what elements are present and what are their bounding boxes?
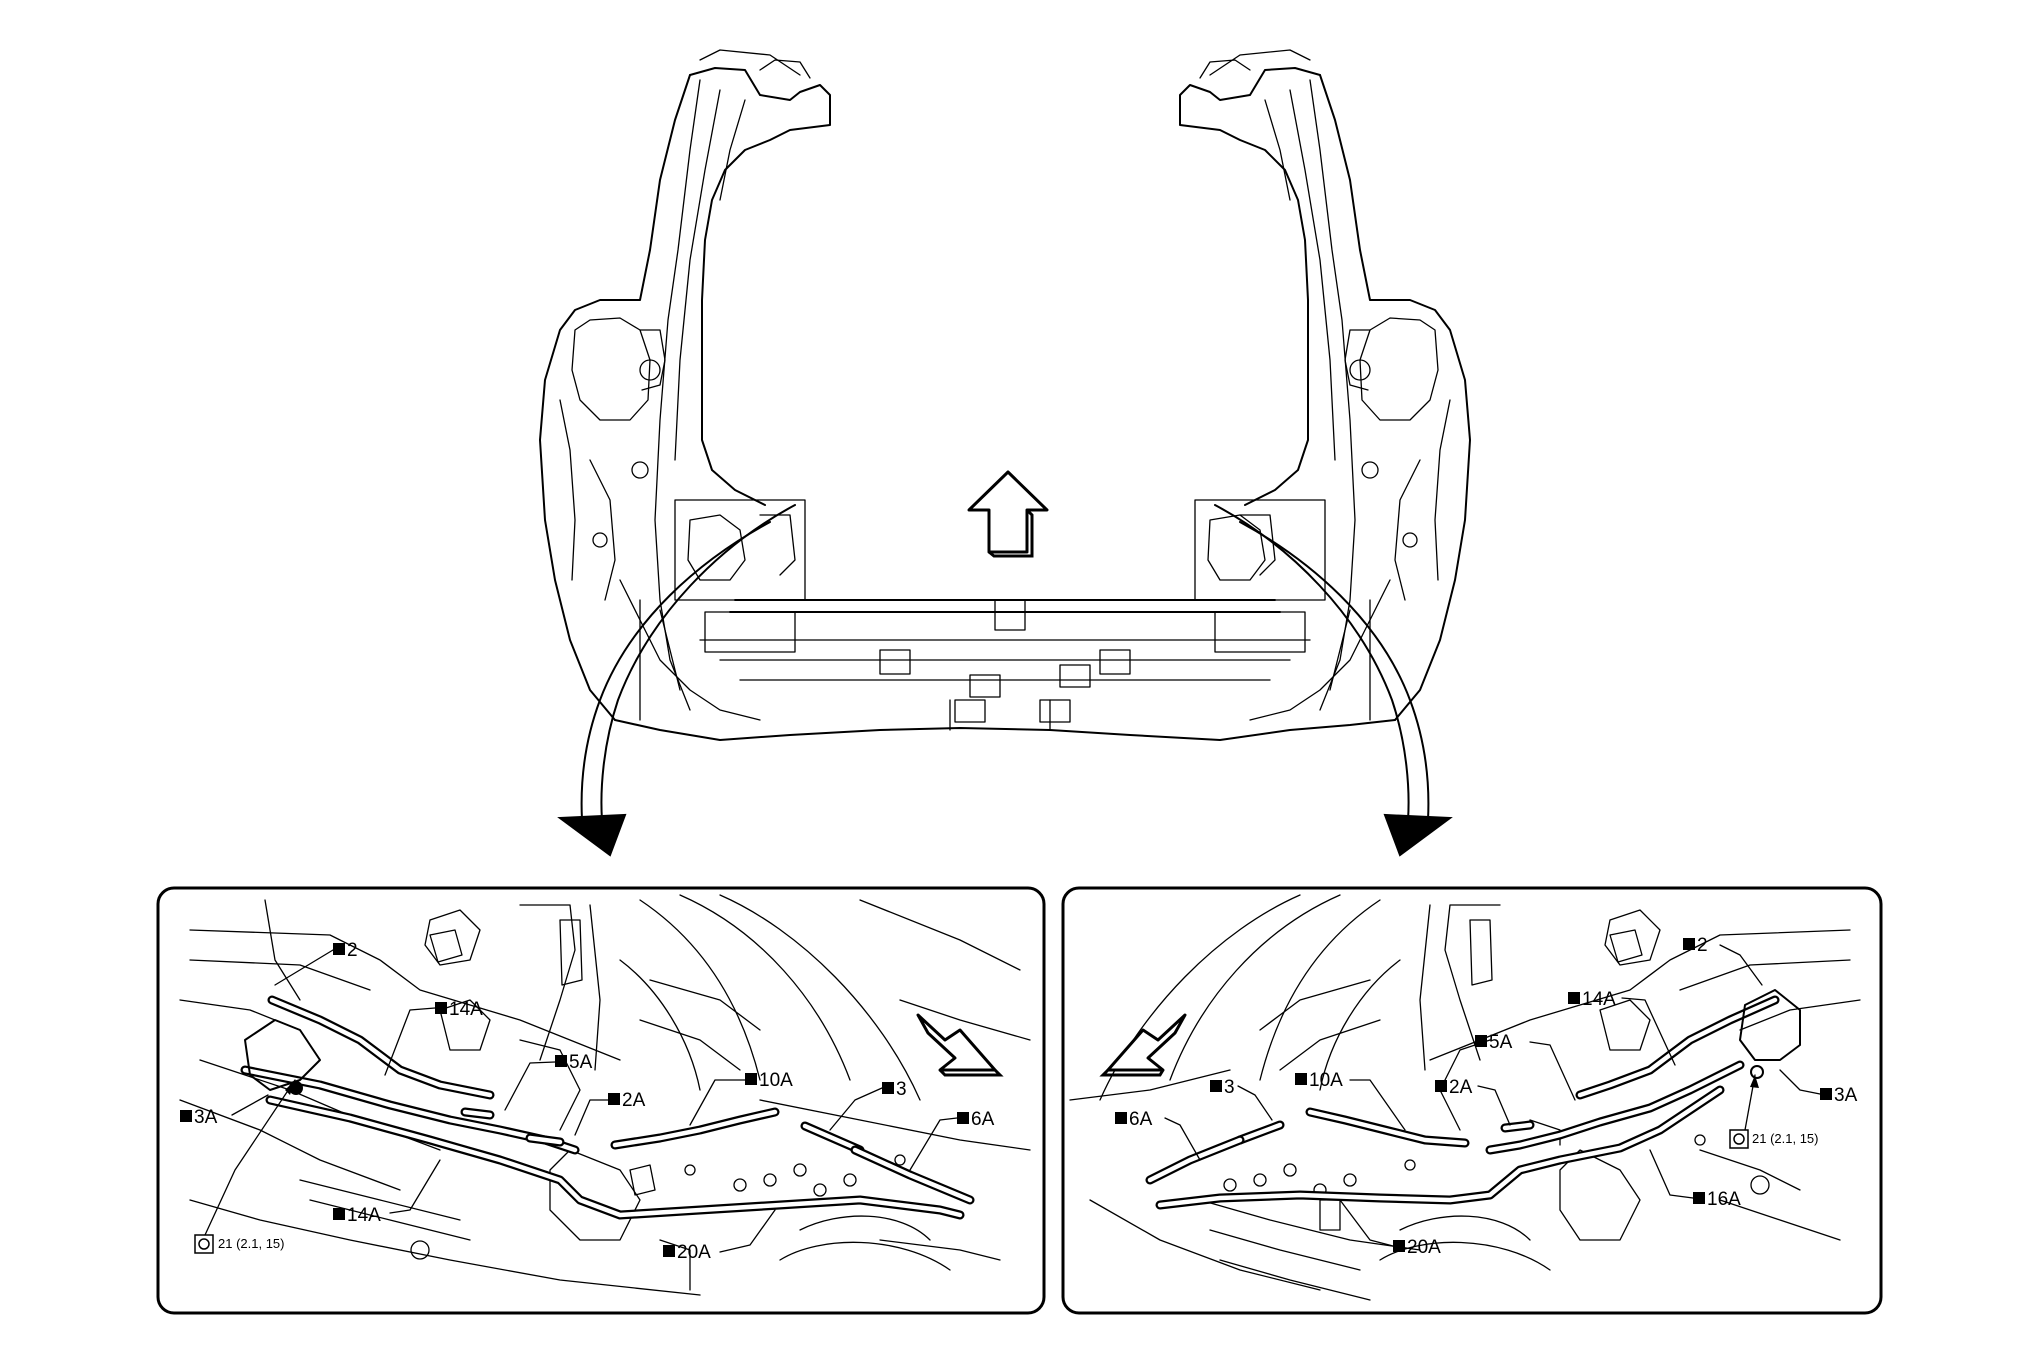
left-callout-5a: 5A xyxy=(504,1052,593,1111)
right-callout-16a: 16A xyxy=(1649,1149,1741,1210)
svg-text:20A: 20A xyxy=(677,1242,711,1263)
svg-text:10A: 10A xyxy=(759,1070,793,1091)
left-rear-pillar xyxy=(539,49,831,721)
svg-text:16A: 16A xyxy=(1707,1189,1741,1210)
right-panel-direction-arrow-icon xyxy=(1099,1013,1187,1077)
left-callout-2: 2 xyxy=(274,940,358,986)
svg-text:21 (2.1, 15): 21 (2.1, 15) xyxy=(218,1236,285,1251)
left-panel-direction-arrow-icon xyxy=(916,1013,1004,1077)
left-callout-3a: 3A xyxy=(180,1094,269,1128)
right-callout-2a: 2A xyxy=(1435,1077,1511,1126)
right-detail-panel: 2 14A 5A 10A 2A 3 6A xyxy=(1061,886,1883,1315)
svg-text:3A: 3A xyxy=(194,1107,218,1128)
left-callout-20a: 20A xyxy=(663,1209,776,1263)
right-callout-3: 3 xyxy=(1210,1077,1273,1121)
right-callout-6a: 6A xyxy=(1115,1109,1201,1161)
right-callout-3a: 3A xyxy=(1779,1069,1858,1106)
left-callout-3: 3 xyxy=(829,1079,907,1131)
svg-text:3: 3 xyxy=(1224,1077,1235,1098)
right-callout-10a: 10A xyxy=(1295,1070,1406,1131)
svg-text:14A: 14A xyxy=(1582,989,1616,1010)
left-panel-sealer-beads xyxy=(240,995,975,1220)
torque-wrench-symbol-icon xyxy=(1729,1129,1749,1149)
right-rear-pillar xyxy=(1179,49,1471,721)
front-direction-arrow-icon xyxy=(967,470,1049,558)
svg-text:14A: 14A xyxy=(347,1205,381,1226)
rear-body-overview xyxy=(539,49,1471,857)
right-torque-spec: 21 (2.1, 15) xyxy=(1729,1074,1819,1149)
left-torque-spec: 21 (2.1, 15) xyxy=(194,1079,296,1254)
right-callout-2: 2 xyxy=(1683,935,1763,986)
svg-text:6A: 6A xyxy=(971,1109,995,1130)
left-callout-14a-bottom: 14A xyxy=(333,1159,441,1226)
svg-text:5A: 5A xyxy=(1489,1032,1513,1053)
right-callout-5a: 5A xyxy=(1475,1032,1576,1101)
svg-text:2A: 2A xyxy=(1449,1077,1473,1098)
svg-text:10A: 10A xyxy=(1309,1070,1343,1091)
right-callout-20a: 20A xyxy=(1339,1199,1441,1258)
svg-text:2: 2 xyxy=(1697,935,1708,956)
svg-text:6A: 6A xyxy=(1129,1109,1153,1130)
svg-text:3A: 3A xyxy=(1834,1085,1858,1106)
svg-text:14A: 14A xyxy=(449,999,483,1020)
left-detail-panel: 2 14A 3A 5A 2A 10A 3 xyxy=(156,886,1046,1315)
left-callout-2a: 2A xyxy=(574,1090,646,1136)
svg-text:3: 3 xyxy=(896,1079,907,1100)
left-callout-6a: 6A xyxy=(909,1109,995,1171)
svg-text:2A: 2A xyxy=(622,1090,646,1111)
torque-wrench-symbol-icon xyxy=(194,1234,214,1254)
svg-text:20A: 20A xyxy=(1407,1237,1441,1258)
left-callout-10a: 10A xyxy=(689,1070,793,1126)
svg-text:2: 2 xyxy=(347,940,358,961)
right-callout-14a: 14A xyxy=(1568,989,1676,1066)
right-detail-arrow-icon xyxy=(1214,504,1453,857)
svg-text:21 (2.1, 15): 21 (2.1, 15) xyxy=(1752,1131,1819,1146)
svg-text:5A: 5A xyxy=(569,1052,593,1073)
rear-cross-member xyxy=(614,599,1396,741)
left-detail-arrow-icon xyxy=(557,504,796,857)
left-callout-14a-top: 14A xyxy=(384,999,483,1076)
